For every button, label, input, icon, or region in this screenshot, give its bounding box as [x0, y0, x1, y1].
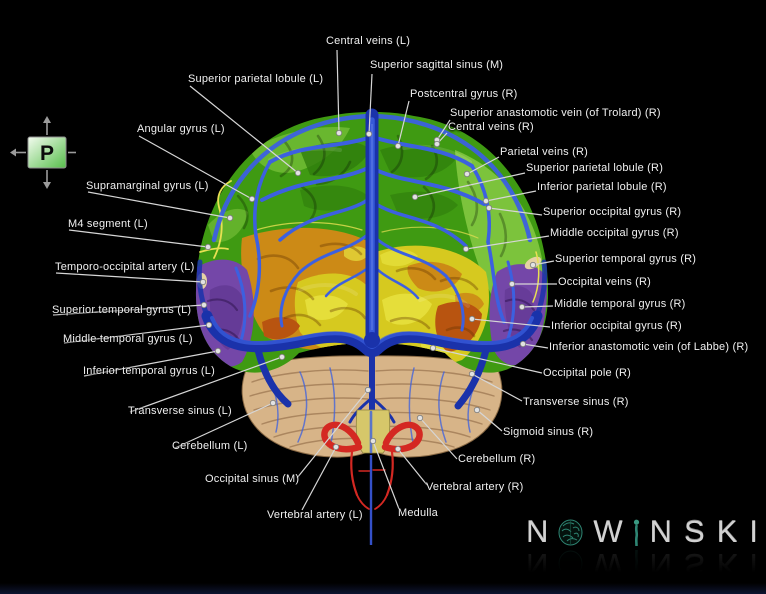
nowinski-logo: N W NSKI: [525, 514, 766, 582]
label-vertebral-artery-l: Vertebral artery (L): [267, 509, 363, 521]
label-cerebellum-r: Cerebellum (R): [458, 453, 536, 465]
label-inferior-anastomotic-vein-labbe-r: Inferior anastomotic vein (of Labbe) (R): [549, 341, 749, 353]
logo-letter-n1: N: [525, 514, 549, 549]
cerebral-arteries-yellow: [199, 180, 540, 303]
label-central-veins-l: Central veins (L): [326, 35, 411, 47]
label-middle-temporal-gyrus-l: Middle temporal gyrus (L): [63, 333, 193, 345]
sigmoid-sinus-right: [454, 346, 490, 410]
label-m4-segment-l: M4 segment (L): [68, 218, 148, 230]
sigmoid-sinus-left: [254, 346, 292, 408]
logo-reflection-w: W: [593, 547, 623, 582]
label-superior-parietal-lobule-l: Superior parietal lobule (L): [188, 73, 324, 85]
cerebellum-veins: [269, 367, 477, 449]
label-temporo-occipital-artery-l: Temporo-occipital artery (L): [55, 261, 195, 273]
label-postcentral-gyrus-r: Postcentral gyrus (R): [410, 88, 518, 100]
logo-reflection-n1: N: [525, 547, 549, 582]
label-inferior-occipital-gyrus-r: Inferior occipital gyrus (R): [551, 320, 682, 332]
label-inferior-parietal-lobule-r: Inferior parietal lobule (R): [537, 181, 667, 193]
logo-letters-nski: NSKI: [649, 514, 766, 549]
orientation-marker-graphic: P: [10, 116, 76, 189]
label-middle-temporal-gyrus-r: Middle temporal gyrus (R): [554, 298, 686, 310]
logo-reflection-i-icon: [632, 549, 641, 578]
label-occipital-pole-r: Occipital pole (R): [543, 367, 631, 379]
label-parietal-veins-r: Parietal veins (R): [500, 146, 588, 158]
dural-sinuses: [196, 108, 548, 410]
logo-reflection-brain-o-icon: [557, 550, 584, 579]
orientation-arrowheads-icon: [10, 116, 51, 189]
leader-dots: [199, 129, 537, 453]
logo-letter-w: W: [593, 514, 623, 549]
leader-lines: [52, 49, 557, 511]
cortical-veins: [234, 136, 516, 346]
label-occipital-veins-r: Occipital veins (R): [558, 276, 652, 288]
orientation-axes-icon: [15, 122, 76, 183]
logo-reflection: N W NSKI: [525, 546, 766, 582]
label-vertebral-artery-r: Vertebral artery (R): [426, 481, 524, 493]
label-supramarginal-gyrus-l: Supramarginal gyrus (L): [86, 180, 209, 192]
label-transverse-sinus-l: Transverse sinus (L): [128, 405, 232, 417]
label-superior-parietal-lobule-r: Superior parietal lobule (R): [526, 162, 664, 174]
label-central-veins-r: Central veins (R): [448, 121, 534, 133]
label-sigmoid-sinus-r: Sigmoid sinus (R): [503, 426, 594, 438]
medulla-shape: [355, 409, 391, 454]
orientation-marker-box: [27, 136, 67, 169]
label-medulla: Medulla: [398, 507, 438, 519]
orientation-marker-letter: P: [40, 142, 54, 165]
label-superior-sagittal-sinus-m: Superior sagittal sinus (M): [370, 59, 504, 71]
label-superior-temporal-gyrus-l: Superior temporal gyrus (L): [52, 304, 192, 316]
label-superior-anastomotic-vein-trolard-r: Superior anastomotic vein (of Trolard) (…: [450, 107, 661, 119]
logo-text: N W NSKI: [526, 514, 758, 550]
transverse-sinuses: [201, 310, 543, 358]
orientation-marker-posterior[interactable]: P: [10, 115, 88, 191]
logo-brainstem-i-icon: [632, 519, 641, 547]
label-transverse-sinus-r: Transverse sinus (R): [523, 396, 629, 408]
label-middle-occipital-gyrus-r: Middle occipital gyrus (R): [550, 227, 679, 239]
label-superior-occipital-gyrus-r: Superior occipital gyrus (R): [543, 206, 682, 218]
logo-reflection-nski: NSKI: [649, 547, 766, 582]
label-occipital-sinus-m: Occipital sinus (M): [205, 473, 300, 485]
label-cerebellum-l: Cerebellum (L): [172, 440, 248, 452]
label-angular-gyrus-l: Angular gyrus (L): [137, 123, 225, 135]
label-superior-temporal-gyrus-r: Superior temporal gyrus (R): [555, 253, 697, 265]
logo-brain-o-icon: [557, 518, 584, 547]
bottom-edge-strip: [0, 583, 766, 594]
label-inferior-temporal-gyrus-l: Inferior temporal gyrus (L): [83, 365, 215, 377]
